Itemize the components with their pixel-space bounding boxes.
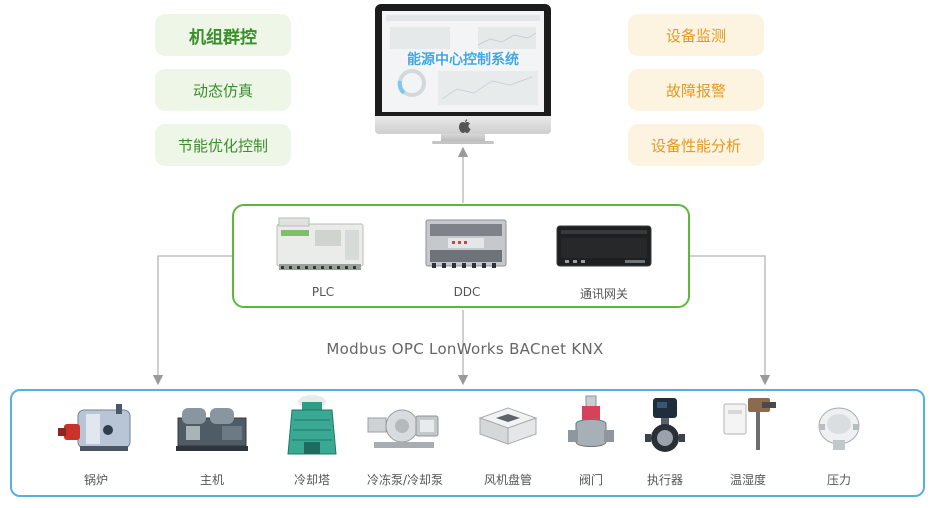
function-pill-device-monitoring: 设备监测 (628, 14, 764, 56)
screen-title: 能源中心控制系统 (407, 52, 519, 68)
function-pill-performance-analysis: 设备性能分析 (628, 124, 764, 166)
function-pill-fault-alarm: 故障报警 (628, 69, 764, 111)
field-devices-box (10, 389, 925, 497)
monitor-chin (375, 116, 551, 134)
controller-label-plc: PLC (311, 285, 335, 299)
chiller-icon (176, 408, 248, 451)
temperature-humidity-sensor-icon (723, 398, 776, 450)
device-label-valve: 阀门 (578, 473, 603, 487)
function-pill-dynamic-simulation: 动态仿真 (155, 69, 291, 111)
monitor-screen: 能源中心控制系统 (382, 11, 544, 112)
boiler-icon (58, 404, 131, 451)
device-label-pressure: 压力 (826, 473, 851, 487)
control-system-monitor: 能源中心控制系统 (375, 4, 551, 120)
arrow-to-right-devices (690, 255, 771, 386)
device-label-temp-humidity: 温湿度 (729, 473, 766, 487)
controller-label-gateway: 通讯网关 (579, 287, 628, 301)
pump-icon (367, 409, 439, 448)
function-pill-energy-optimization: 节能优化控制 (155, 124, 291, 166)
controller-label-ddc: DDC (453, 285, 481, 299)
fan-coil-icon (478, 407, 538, 445)
protocol-list: Modbus OPC LonWorks BACnet KNX (326, 340, 604, 358)
dashboard-mockup-graphic (386, 15, 540, 105)
device-label-chiller: 主机 (199, 473, 224, 487)
apple-logo-icon (459, 119, 471, 133)
plc-controller-icon (276, 217, 364, 270)
ddc-controller-icon (425, 219, 507, 268)
arrow-to-left-devices (152, 255, 232, 386)
monitor-stand-base (432, 141, 494, 144)
controller-group-box (232, 204, 690, 308)
pressure-sensor-icon (818, 407, 860, 450)
device-label-actuator: 执行器 (646, 473, 683, 487)
device-label-boiler: 锅炉 (83, 473, 108, 487)
function-pill-group-control: 机组群控 (155, 14, 291, 56)
monitor-stand (441, 134, 485, 142)
actuator-icon (645, 398, 685, 452)
valve-icon (568, 395, 614, 447)
device-label-fan-coil: 风机盘管 (483, 473, 532, 487)
device-label-cooling-tower: 冷却塔 (293, 473, 330, 487)
gateway-device-icon (556, 225, 652, 267)
device-label-pump: 冷冻泵/冷却泵 (366, 473, 444, 487)
cooling-tower-icon (287, 395, 337, 455)
